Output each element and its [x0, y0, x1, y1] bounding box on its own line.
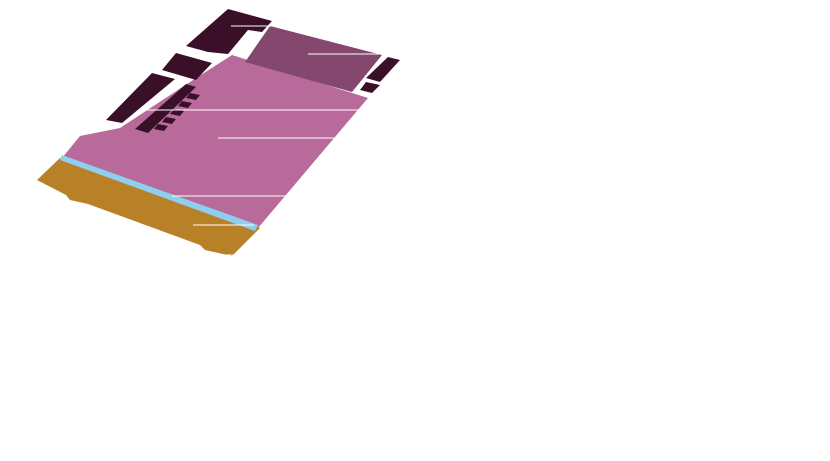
dark-tab — [162, 117, 176, 124]
dark-piece-right-small — [360, 82, 380, 93]
upper-block-body — [245, 26, 382, 92]
dark-top-layer — [106, 9, 400, 133]
dark-tabs — [154, 93, 200, 131]
dark-piece-bars — [135, 84, 196, 133]
dark-tab — [186, 93, 200, 100]
dark-tab — [178, 101, 192, 108]
blue-stripe — [60, 155, 258, 231]
dark-piece-middle — [162, 53, 212, 80]
golden-base-layer — [37, 158, 260, 256]
dark-tab — [154, 124, 168, 131]
stripe-band — [60, 155, 258, 231]
dark-tab — [170, 109, 184, 116]
dark-piece-top — [186, 9, 272, 54]
upper-block — [245, 26, 382, 92]
leader-lines — [142, 25, 382, 256]
base-layer-body — [37, 158, 260, 256]
dark-piece-left — [106, 73, 175, 123]
dark-piece-right — [366, 57, 400, 82]
